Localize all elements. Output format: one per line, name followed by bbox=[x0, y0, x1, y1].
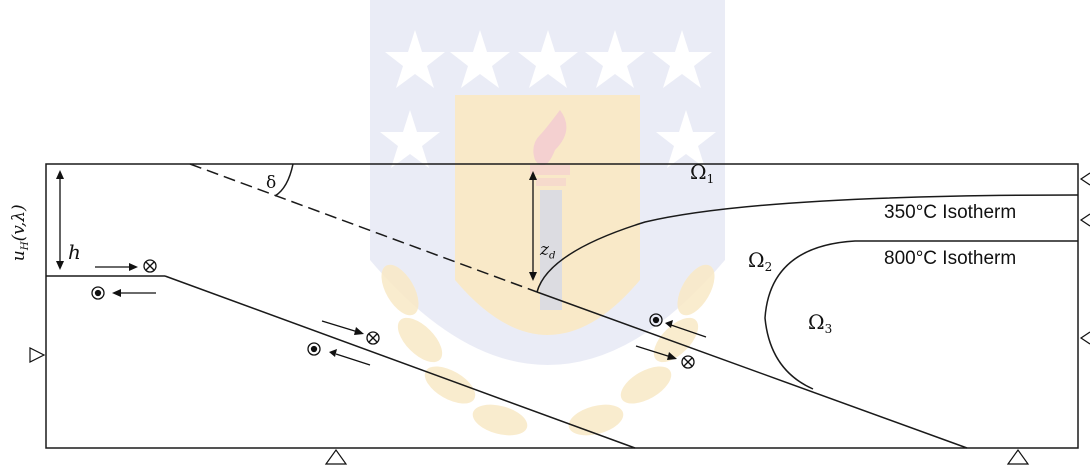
university-seal-watermark bbox=[370, 0, 725, 436]
omega2-subscript: 2 bbox=[764, 260, 773, 275]
slip-arrows bbox=[95, 263, 707, 366]
isotherm-350-curve bbox=[536, 194, 1079, 293]
out-of-page-symbol bbox=[649, 313, 663, 327]
z-symbol: z bbox=[540, 240, 549, 260]
into-page-symbol bbox=[143, 259, 157, 273]
isotherm-800-label: 800°C Isotherm bbox=[882, 248, 1019, 270]
into-page-symbol bbox=[681, 355, 695, 369]
roller-support-right-1 bbox=[1079, 172, 1090, 186]
thickness-label: h bbox=[68, 240, 81, 264]
omega2-symbol: Ω bbox=[748, 248, 765, 272]
dip-angle-arc bbox=[274, 163, 294, 197]
laurel-leaves bbox=[381, 264, 715, 436]
left-boundary-label: uH(v,λ) bbox=[9, 183, 31, 283]
u-symbol: u bbox=[9, 250, 30, 262]
z-subscript: d bbox=[548, 250, 556, 262]
roller-support-left bbox=[29, 347, 46, 363]
omega3-label: Ω3 bbox=[808, 310, 832, 336]
omega2-label: Ω2 bbox=[748, 248, 772, 274]
domain-box bbox=[45, 163, 1079, 449]
depth-label: zd bbox=[540, 240, 556, 262]
dip-angle-label: δ bbox=[266, 173, 277, 193]
isotherm-800-curve bbox=[764, 240, 1078, 390]
roller-support-bottom-right bbox=[1006, 448, 1030, 465]
omega3-subscript: 3 bbox=[824, 322, 833, 337]
slab-top-interface bbox=[164, 275, 636, 449]
out-of-page-symbol bbox=[307, 342, 321, 356]
boundary-supports bbox=[29, 172, 1090, 465]
omega1-symbol: Ω bbox=[690, 160, 707, 184]
u-arguments: (v,λ) bbox=[9, 204, 30, 242]
u-subscript: H bbox=[19, 241, 31, 251]
out-of-page-symbol bbox=[91, 286, 105, 300]
fault-extension-dashed bbox=[189, 163, 538, 293]
roller-support-right-2 bbox=[1079, 213, 1090, 227]
roller-support-right-3 bbox=[1079, 331, 1090, 345]
slab-interface bbox=[536, 291, 968, 449]
omega3-symbol: Ω bbox=[808, 310, 825, 334]
depth-arrow bbox=[529, 171, 537, 281]
omega1-label: Ω1 bbox=[690, 160, 714, 186]
seal-stars bbox=[380, 30, 716, 168]
thickness-arrow bbox=[56, 170, 64, 270]
roller-support-bottom-left bbox=[324, 448, 348, 465]
isotherm-350-label: 350°C Isotherm bbox=[882, 202, 1019, 224]
into-page-symbol bbox=[366, 331, 380, 345]
out-of-plane-symbols bbox=[91, 259, 695, 369]
omega1-subscript: 1 bbox=[706, 172, 715, 187]
